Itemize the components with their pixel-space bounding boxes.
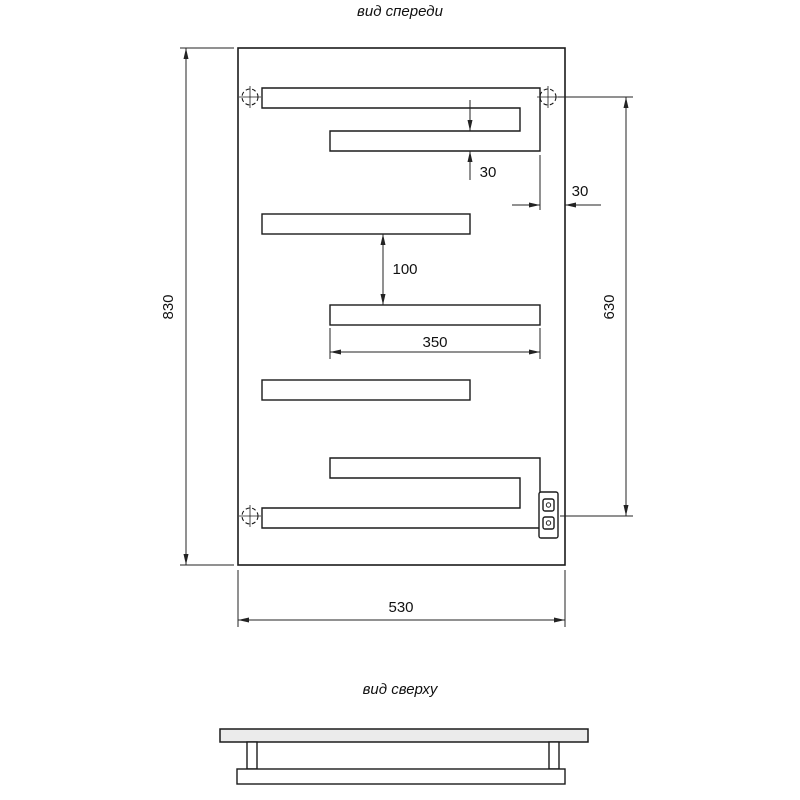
mounting-hole-top-left: [239, 86, 261, 108]
dim-label-630: 630: [601, 294, 618, 319]
arrowhead: [554, 617, 565, 623]
dim-label-30-profile: 30: [480, 164, 497, 181]
arrowhead: [380, 234, 386, 245]
power-connector: [538, 491, 559, 539]
top-view-front-profile: [219, 728, 589, 743]
arrowhead: [183, 554, 189, 565]
arrowhead: [529, 349, 540, 355]
dim-overall-width: 530: [237, 570, 566, 627]
pipe-bottom-section: [261, 457, 541, 529]
dim-label-350: 350: [422, 334, 447, 351]
dim-bar-spacing: 100: [380, 234, 418, 305]
arrowhead: [623, 97, 629, 108]
arrowhead: [467, 120, 473, 131]
mounting-hole-bottom-left: [239, 505, 261, 527]
arrowhead: [330, 349, 341, 355]
top-view-bracket-right: [548, 741, 560, 770]
pipe-bar: [329, 304, 541, 326]
arrowhead: [623, 505, 629, 516]
top-view: вид сверху: [219, 681, 589, 785]
dim-profile-height: 30: [467, 100, 497, 181]
arrowhead: [183, 48, 189, 59]
mounting-hole-top-right: [537, 86, 559, 108]
dim-label-530: 530: [388, 599, 413, 616]
top-view-title: вид сверху: [363, 681, 439, 698]
front-view-title: вид спереди: [357, 3, 444, 20]
dim-label-830: 830: [160, 294, 177, 319]
dim-mounting-distance: 630: [558, 96, 633, 517]
pipe-serpentine: [261, 87, 541, 529]
arrowhead: [238, 617, 249, 623]
arrowhead: [529, 202, 540, 208]
top-view-wall-rail: [236, 768, 566, 785]
arrowhead: [380, 294, 386, 305]
dim-label-100: 100: [392, 261, 417, 278]
dim-overall-height: 830: [160, 47, 234, 566]
arrowhead: [565, 202, 576, 208]
dim-middle-bar-length: 350: [329, 328, 541, 359]
dim-edge-offset: 30: [512, 155, 601, 210]
pipe-bar: [261, 379, 471, 401]
front-view: вид спереди: [160, 3, 633, 627]
top-view-bracket-left: [246, 741, 258, 770]
dim-label-30-offset: 30: [572, 183, 589, 200]
pipe-bar: [261, 213, 471, 235]
arrowhead: [467, 151, 473, 162]
